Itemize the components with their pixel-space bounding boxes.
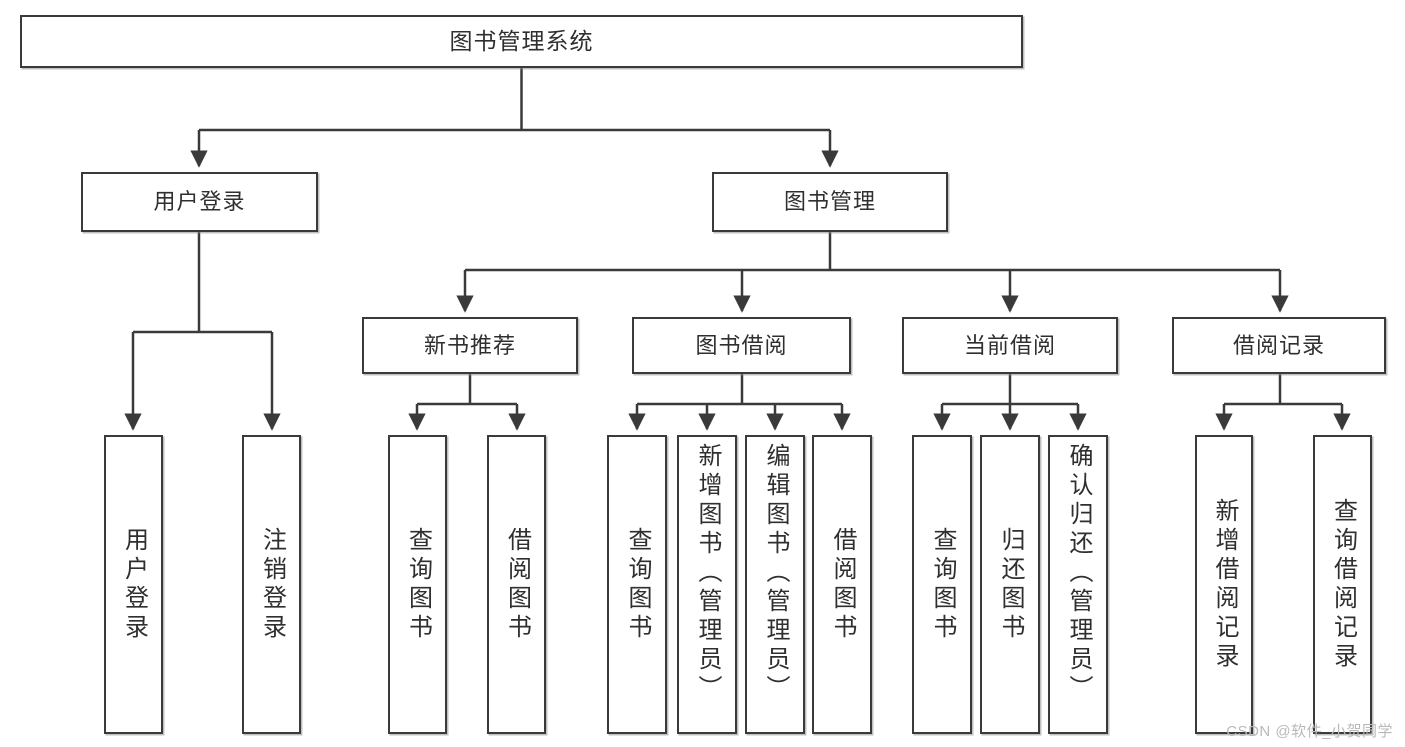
- node-label: 查询借阅记录: [1329, 497, 1357, 672]
- leaf-query-book-borrow[interactable]: 查询图书: [607, 435, 667, 734]
- node-label: 新书推荐: [423, 332, 516, 358]
- node-book-borrow[interactable]: 图书借阅: [632, 317, 851, 374]
- node-label: 当前借阅: [963, 332, 1056, 358]
- node-current-borrow[interactable]: 当前借阅: [902, 317, 1118, 374]
- node-book-management[interactable]: 图书管理: [712, 172, 948, 232]
- node-label: 新增借阅记录: [1211, 497, 1238, 672]
- leaf-query-book-recommend[interactable]: 查询图书: [388, 435, 447, 734]
- node-label: 图书管理系统: [449, 28, 594, 55]
- leaf-confirm-return-admin[interactable]: 确认归还（管理员）: [1048, 435, 1108, 734]
- leaf-borrow-book[interactable]: 借阅图书: [812, 435, 872, 734]
- leaf-edit-book-admin[interactable]: 编辑图书（管理员）: [745, 435, 805, 734]
- leaf-return-book[interactable]: 归还图书: [980, 435, 1040, 734]
- node-label: 归还图书: [997, 526, 1024, 643]
- node-user-login[interactable]: 用户登录: [81, 172, 318, 232]
- node-label: 图书管理: [783, 189, 876, 215]
- node-label: 确认归还（管理员）: [1065, 443, 1092, 704]
- node-label: 借阅图书: [829, 526, 856, 643]
- leaf-query-borrow-record[interactable]: 查询借阅记录: [1313, 435, 1372, 734]
- node-label: 编辑图书（管理员）: [762, 443, 789, 704]
- node-borrow-record[interactable]: 借阅记录: [1172, 317, 1386, 374]
- node-label: 查询图书: [929, 526, 956, 643]
- node-label: 借阅图书: [503, 526, 531, 643]
- leaf-user-login[interactable]: 用户登录: [104, 435, 163, 734]
- node-label: 用户登录: [153, 189, 246, 215]
- node-label: 查询图书: [624, 526, 651, 643]
- node-label: 新增图书（管理员）: [694, 443, 721, 704]
- node-label: 查询图书: [404, 526, 432, 643]
- leaf-query-book-current[interactable]: 查询图书: [912, 435, 972, 734]
- node-root-system[interactable]: 图书管理系统: [20, 15, 1023, 68]
- leaf-borrow-book-recommend[interactable]: 借阅图书: [487, 435, 546, 734]
- node-label: 借阅记录: [1232, 332, 1325, 358]
- leaf-add-borrow-record[interactable]: 新增借阅记录: [1195, 435, 1253, 734]
- leaf-add-book-admin[interactable]: 新增图书（管理员）: [677, 435, 737, 734]
- node-label: 注销登录: [258, 526, 286, 643]
- node-label: 用户登录: [120, 526, 148, 643]
- node-new-book-recommend[interactable]: 新书推荐: [362, 317, 578, 374]
- node-label: 图书借阅: [695, 332, 788, 358]
- leaf-logout[interactable]: 注销登录: [242, 435, 301, 734]
